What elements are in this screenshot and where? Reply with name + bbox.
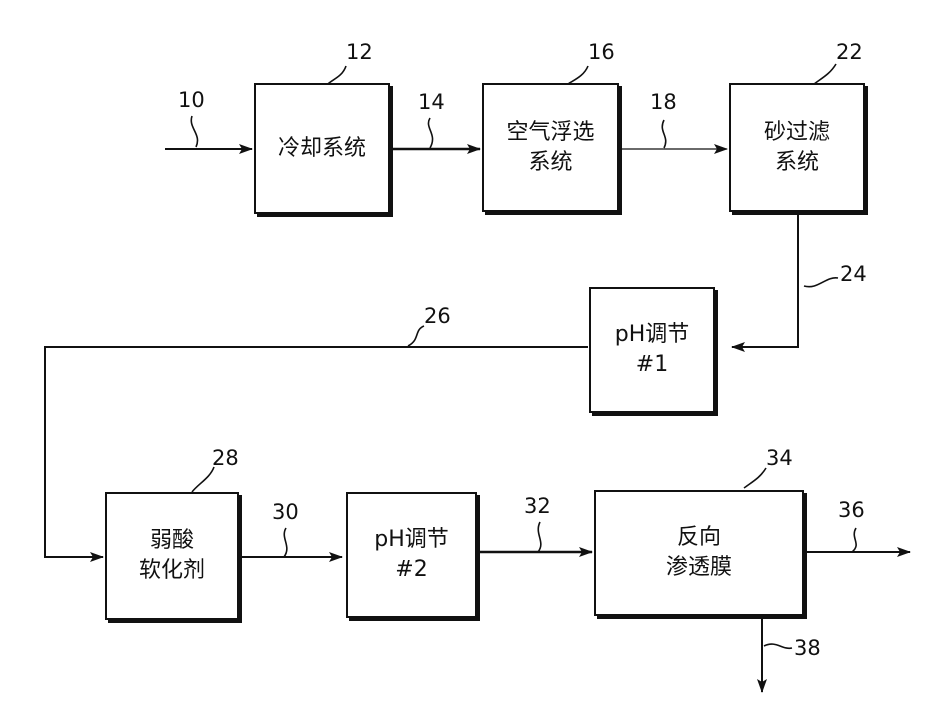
ph-adjust-2-box: pH调节 #2 <box>346 492 477 618</box>
ph-adjust-1-label-2: #1 <box>635 352 669 377</box>
cooling-system-box: 冷却系统 <box>254 83 390 214</box>
leader-30 <box>283 527 288 558</box>
ph-adjust-1-label-1: pH调节 <box>614 322 690 347</box>
softener-label-1: 弱酸 <box>149 528 194 553</box>
ref-10: 10 <box>178 88 205 112</box>
ref-18: 18 <box>650 90 677 114</box>
cooling-system-label: 冷却系统 <box>277 135 366 161</box>
leader-22 <box>813 63 837 85</box>
weak-acid-softener-box: 弱酸 软化剂 <box>105 492 239 620</box>
ref-12: 12 <box>346 40 373 64</box>
ref-14: 14 <box>418 90 445 114</box>
leader-28 <box>191 466 215 493</box>
ph-adjust-1-box: pH调节 #1 <box>589 287 715 413</box>
leader-34 <box>743 467 767 489</box>
ro-label-1: 反向 <box>676 525 721 550</box>
ref-28: 28 <box>212 446 239 470</box>
leader-10 <box>190 115 199 148</box>
ph-adjust-2-label-2: #2 <box>395 557 428 582</box>
air-flotation-box: 空气浮选 系统 <box>482 83 619 212</box>
leader-26 <box>407 325 425 347</box>
ref-22: 22 <box>836 40 863 64</box>
flow-line-26 <box>44 346 588 562</box>
leader-32 <box>537 521 542 553</box>
ro-label-2: 渗透膜 <box>665 555 732 580</box>
sand-filter-box: 砂过滤 系统 <box>729 83 865 212</box>
leader-16 <box>567 65 589 85</box>
softener-label-2: 软化剂 <box>138 558 205 583</box>
ref-38: 38 <box>794 636 821 660</box>
ref-24: 24 <box>840 262 867 286</box>
leader-14 <box>427 117 434 149</box>
ref-30: 30 <box>272 500 299 524</box>
ref-36: 36 <box>838 498 865 522</box>
air-flotation-label-2: 系统 <box>528 149 573 175</box>
ref-34: 34 <box>766 446 793 470</box>
leader-38 <box>763 643 793 650</box>
ref-16: 16 <box>588 40 615 64</box>
reverse-osmosis-box: 反向 渗透膜 <box>594 490 804 616</box>
leader-24 <box>803 277 839 288</box>
ref-26: 26 <box>424 304 451 328</box>
sand-filter-label-2: 系统 <box>774 149 819 175</box>
ref-32: 32 <box>524 494 551 518</box>
sand-filter-label-1: 砂过滤 <box>763 119 830 145</box>
flow-line-24 <box>731 214 799 352</box>
leader-18 <box>661 119 667 149</box>
ph-adjust-2-label-1: pH调节 <box>374 527 449 552</box>
leader-36 <box>851 527 857 553</box>
air-flotation-label-1: 空气浮选 <box>506 119 595 145</box>
